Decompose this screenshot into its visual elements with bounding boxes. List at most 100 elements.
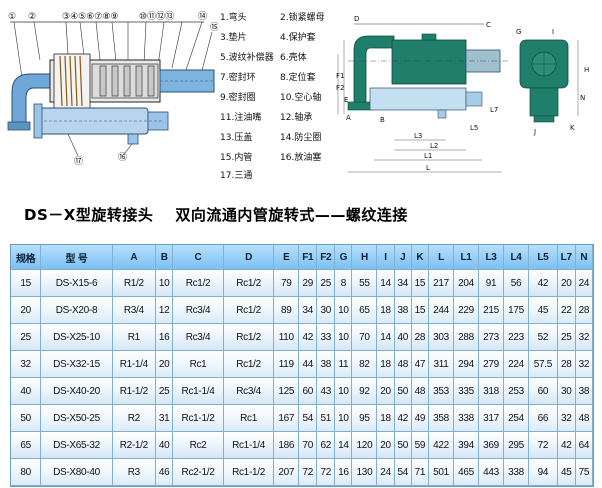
- table-cell: Rc1: [223, 405, 275, 432]
- table-cell: 65: [352, 297, 378, 324]
- table-cell: 59: [411, 432, 429, 459]
- table-cell: 253: [504, 378, 530, 405]
- table-cell: 91: [479, 270, 505, 297]
- part-9: 9.密封圈: [220, 93, 256, 103]
- part-15: 15.内管: [220, 153, 253, 163]
- table-cell: 38: [317, 351, 336, 378]
- part-16: 16.放油塞: [280, 153, 322, 163]
- table-cell: 32: [575, 351, 593, 378]
- part-13: 13.压盖: [220, 133, 253, 143]
- table-cell: 28: [411, 324, 429, 351]
- table-cell: 186: [274, 432, 300, 459]
- table-cell: R2-1/2: [112, 432, 157, 459]
- table-cell: R3: [112, 459, 157, 486]
- table-cell: 64: [575, 432, 593, 459]
- table-cell: 28: [557, 351, 576, 378]
- table-cell: 20: [377, 432, 395, 459]
- table-cell: 32: [557, 405, 576, 432]
- column-header: L4: [504, 245, 530, 270]
- table-cell: 33: [317, 324, 336, 351]
- table-cell: 45: [557, 459, 576, 486]
- table-cell: 15: [411, 297, 429, 324]
- part-10: 10.空心轴: [280, 93, 322, 103]
- table-cell: 12: [156, 297, 174, 324]
- table-cell: 51: [317, 405, 336, 432]
- table-cell: 65: [11, 432, 42, 459]
- table-cell: 18: [377, 351, 395, 378]
- table-cell: 25: [317, 270, 336, 297]
- table-cell: 66: [529, 405, 558, 432]
- column-header: B: [156, 245, 174, 270]
- table-cell: DS-X32-15: [41, 351, 113, 378]
- dim-N: N: [580, 94, 585, 102]
- table-cell: 303: [428, 324, 454, 351]
- table-cell: 10: [335, 405, 353, 432]
- table-cell: 120: [352, 432, 378, 459]
- callout-3-9: ③④⑤⑥⑦⑧⑨: [62, 12, 118, 22]
- table-cell: 18: [377, 297, 395, 324]
- dim-D: D: [354, 15, 359, 23]
- table-cell: 49: [411, 405, 429, 432]
- table-cell: 38: [394, 297, 412, 324]
- table-cell: R2: [112, 405, 157, 432]
- table-cell: 394: [453, 432, 479, 459]
- table-cell: 24: [377, 459, 395, 486]
- table-cell: 8: [335, 270, 353, 297]
- part-1: 1.弯头: [220, 13, 247, 23]
- table-cell: 273: [479, 324, 505, 351]
- table-cell: 288: [453, 324, 479, 351]
- table-cell: 501: [428, 459, 454, 486]
- column-header: C: [173, 245, 224, 270]
- table-cell: 44: [299, 351, 318, 378]
- dim-I: I: [552, 28, 554, 36]
- table-cell: DS-X20-8: [41, 297, 113, 324]
- column-header: 型 号: [41, 245, 113, 270]
- table-cell: 55: [352, 270, 378, 297]
- parts-list: 1.弯头 2.锁紧螺母 3.垫片 4.保护套 5.波纹补偿器 6.壳体 7.密封…: [220, 10, 340, 181]
- table-cell: 16: [335, 459, 353, 486]
- table-cell: 72: [299, 459, 318, 486]
- table-cell: 32: [11, 351, 42, 378]
- table-cell: Rc3/4: [173, 297, 224, 324]
- table-cell: 45: [529, 297, 558, 324]
- table-cell: 20: [156, 351, 174, 378]
- table-cell: 60: [529, 378, 558, 405]
- table-cell: Rc1/2: [223, 324, 275, 351]
- column-header: D: [223, 245, 275, 270]
- table-cell: 46: [156, 459, 174, 486]
- table-cell: 57.5: [529, 351, 558, 378]
- table-cell: 71: [411, 459, 429, 486]
- table-cell: 279: [479, 351, 505, 378]
- dim-A: A: [346, 114, 351, 122]
- column-header: I: [377, 245, 395, 270]
- column-header: N: [575, 245, 593, 270]
- table-cell: 311: [428, 351, 454, 378]
- table-cell: 204: [453, 270, 479, 297]
- table-cell: 48: [575, 405, 593, 432]
- side-tee: [369, 87, 467, 111]
- dim-H: H: [584, 66, 589, 74]
- table-cell: Rc1-1/2: [173, 405, 224, 432]
- table-cell: 89: [274, 297, 300, 324]
- table-cell: 15: [11, 270, 42, 297]
- column-header: L3: [479, 245, 505, 270]
- table-cell: 60: [299, 378, 318, 405]
- table-cell: 14: [335, 432, 353, 459]
- column-header: K: [411, 245, 429, 270]
- table-cell: 465: [453, 459, 479, 486]
- table-cell: 294: [453, 351, 479, 378]
- table-cell: Rc1/2: [173, 270, 224, 297]
- column-header: F2: [317, 245, 336, 270]
- table-cell: Rc1: [173, 351, 224, 378]
- table-cell: DS-X50-25: [41, 405, 113, 432]
- table-cell: 52: [529, 324, 558, 351]
- table-cell: 15: [411, 270, 429, 297]
- callout-10-13: ⑩⑪⑫⑬: [139, 11, 174, 22]
- dim-F1: F1: [336, 72, 344, 80]
- table-cell: 62: [317, 432, 336, 459]
